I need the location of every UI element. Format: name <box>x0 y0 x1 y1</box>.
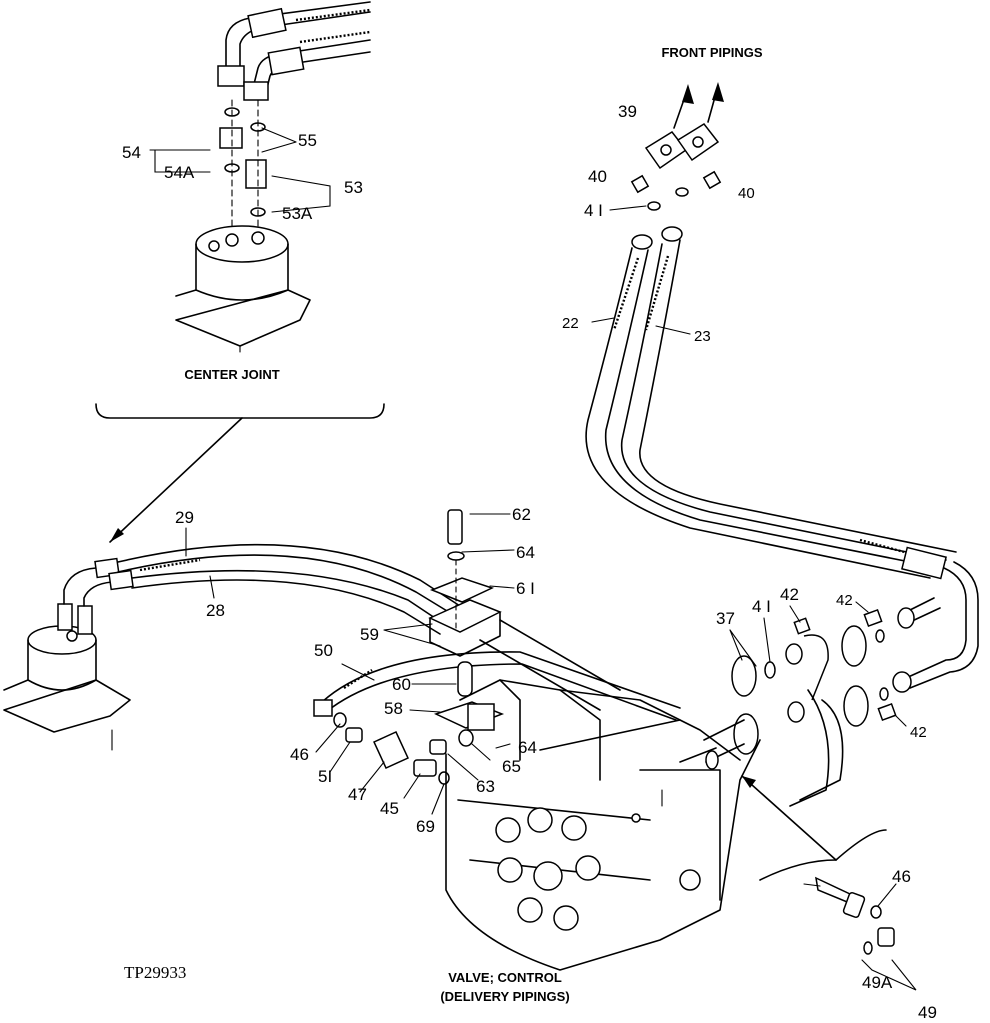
fittings-row <box>315 661 511 815</box>
callout-53a: 53A <box>282 204 313 223</box>
callout-46-left: 46 <box>290 745 309 764</box>
callout-54a: 54A <box>164 163 195 182</box>
callout-37: 37 <box>716 609 735 628</box>
callout-49: 49 <box>918 1003 937 1022</box>
flange-assembly <box>679 601 907 881</box>
callout-22: 22 <box>562 315 579 332</box>
front-pipings-detail <box>585 82 979 693</box>
callout-60: 60 <box>392 675 411 694</box>
center-joint-caption: CENTER JOINT <box>184 367 279 382</box>
callout-42-top: 42 <box>780 585 799 604</box>
callout-55: 55 <box>298 131 317 150</box>
lower-center-joint <box>3 527 461 751</box>
valve-caption-line1: VALVE; CONTROL <box>448 970 562 985</box>
callout-23: 23 <box>694 328 711 345</box>
callout-59: 59 <box>360 625 379 644</box>
lower-right-inset <box>803 876 917 991</box>
callout-64-bottom: 64 <box>518 738 537 757</box>
callout-46-right: 46 <box>892 867 911 886</box>
control-valve <box>445 679 761 971</box>
figure-reference: TP29933 <box>124 963 186 982</box>
hose-50 <box>313 651 681 721</box>
callout-65: 65 <box>502 757 521 776</box>
callout-42-bottom: 42 <box>910 724 927 741</box>
callout-29: 29 <box>175 508 194 527</box>
callout-62: 62 <box>512 505 531 524</box>
callout-53: 53 <box>344 178 363 197</box>
valve-caption-line2: (DELIVERY PIPINGS) <box>440 989 569 1004</box>
front-pipings-caption: FRONT PIPINGS <box>661 45 762 60</box>
callout-50: 50 <box>314 641 333 660</box>
callout-58: 58 <box>384 699 403 718</box>
callout-40-right: 40 <box>738 185 755 202</box>
callout-45: 45 <box>380 799 399 818</box>
callout-40-left: 40 <box>588 167 607 186</box>
callout-69: 69 <box>416 817 435 836</box>
center-joint-detail <box>95 1 385 543</box>
callout-54: 54 <box>122 143 141 162</box>
callout-41-right: 4 I <box>752 597 771 616</box>
callout-61: 6 I <box>516 579 535 598</box>
callout-47: 47 <box>348 785 367 804</box>
callout-49a: 49A <box>862 973 893 992</box>
callout-28: 28 <box>206 601 225 620</box>
callout-64-top: 64 <box>516 543 535 562</box>
callout-39: 39 <box>618 102 637 121</box>
callout-42-middle: 42 <box>836 592 853 609</box>
callout-51: 5I <box>318 767 332 786</box>
callout-63: 63 <box>476 777 495 796</box>
callout-41-top: 4 I <box>584 201 603 220</box>
